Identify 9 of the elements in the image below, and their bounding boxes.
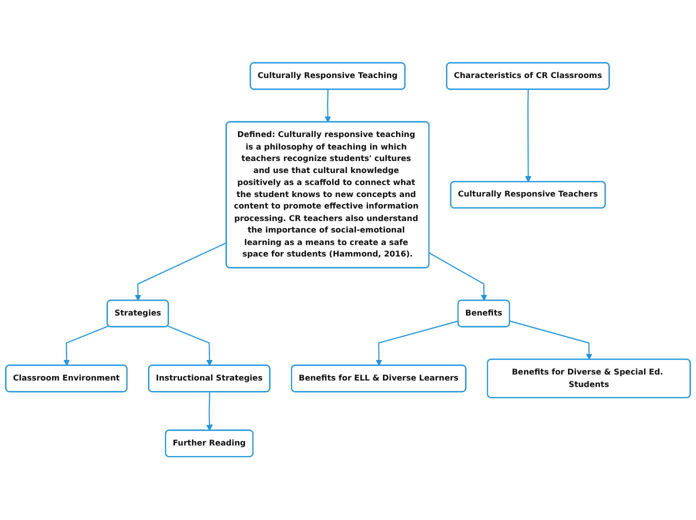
arrow [429,252,488,302]
arrow [525,90,532,182]
arrow [134,242,227,302]
arrow [376,320,459,366]
arrow [206,392,213,432]
arrow [324,90,332,123]
arrow [167,326,213,366]
arrow [510,320,592,360]
arrow [63,326,109,366]
